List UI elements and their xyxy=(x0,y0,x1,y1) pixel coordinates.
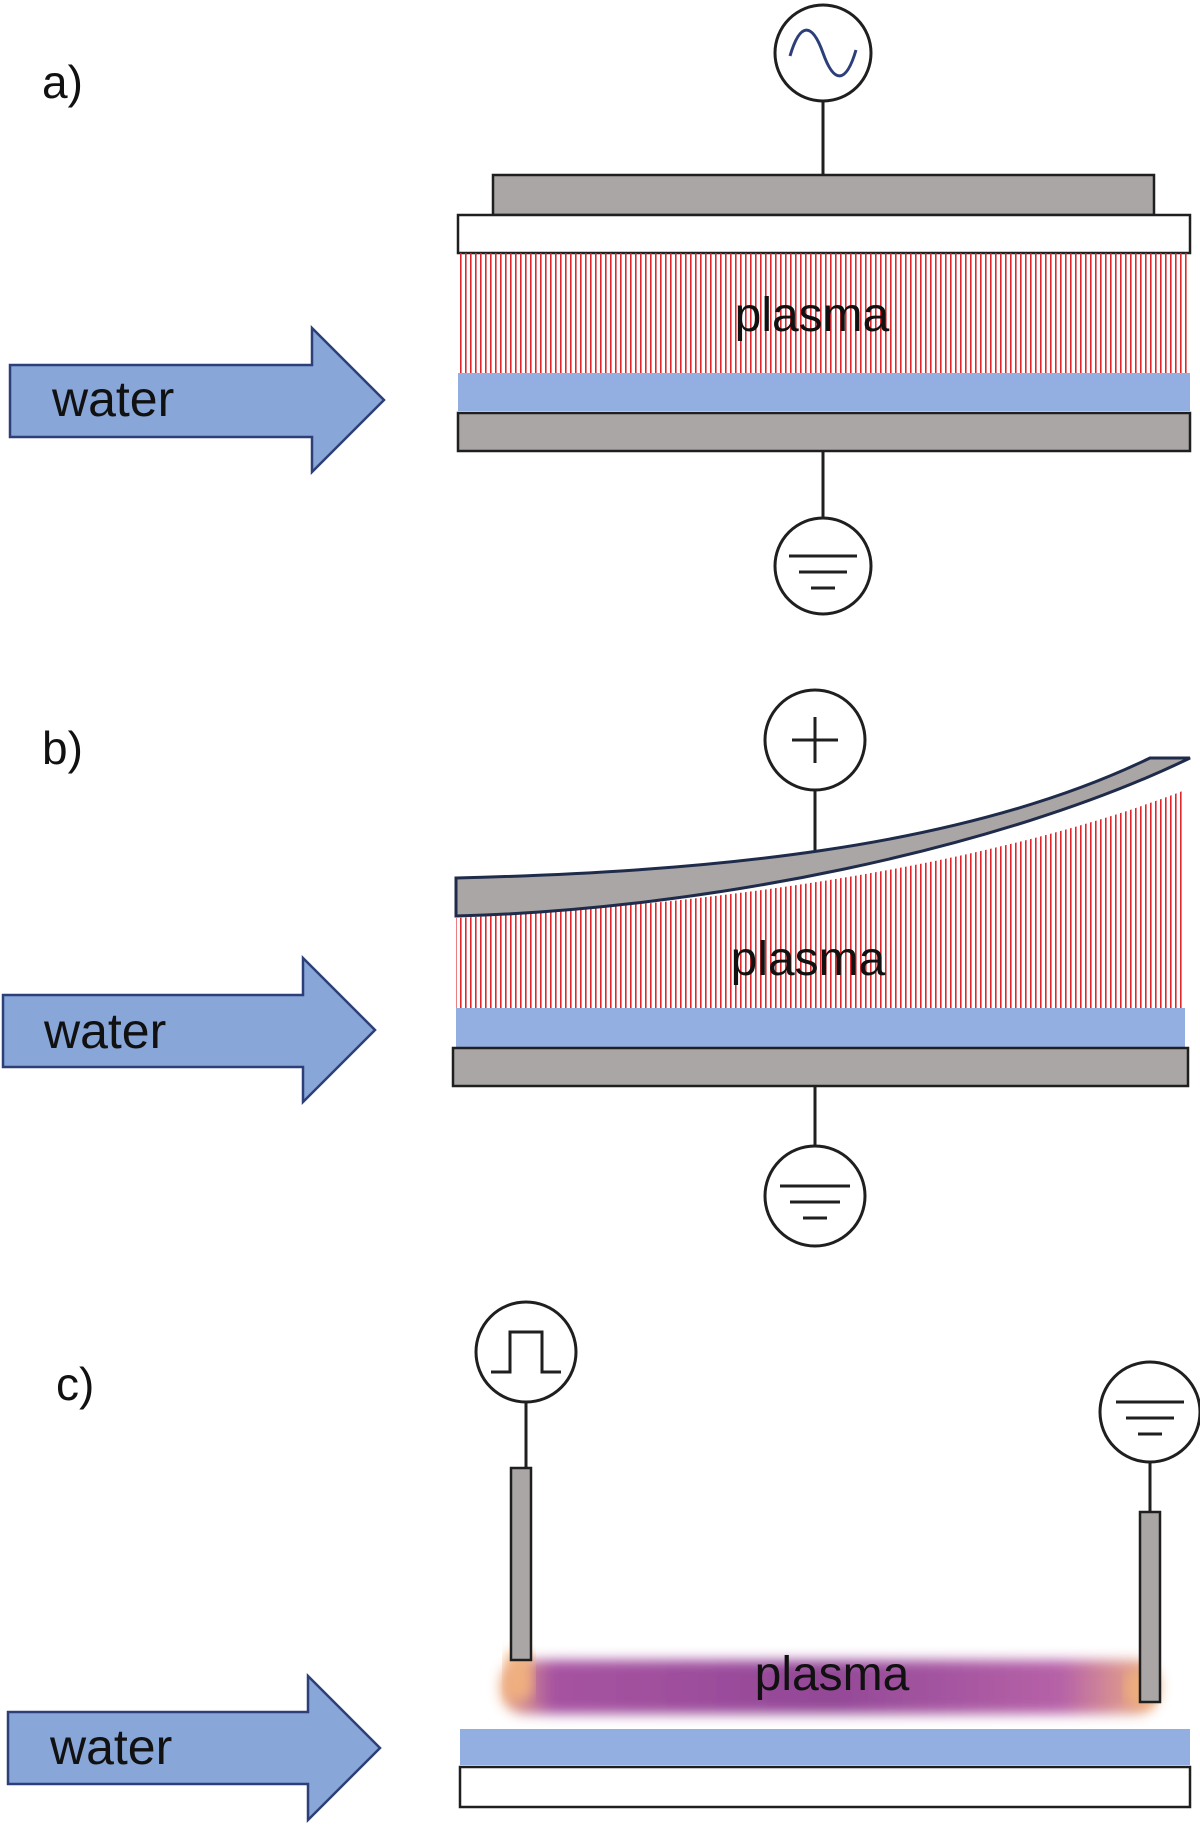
water-flow-arrow: water xyxy=(6,1672,382,1824)
water-flow-arrow: water xyxy=(8,324,386,476)
water-film xyxy=(458,373,1190,411)
water-label: water xyxy=(43,1003,166,1059)
plasma-label: plasma xyxy=(731,933,886,986)
panel-c: c) plasma wat xyxy=(6,1300,1200,1824)
right-pin-electrode xyxy=(1138,1510,1162,1704)
plus-source-icon xyxy=(763,688,867,792)
top-electrode xyxy=(491,173,1156,217)
ground-icon xyxy=(773,516,873,616)
water-film xyxy=(460,1729,1190,1765)
pulse-source-icon xyxy=(474,1300,578,1404)
panel-label: b) xyxy=(42,722,83,774)
water-film xyxy=(456,1008,1185,1048)
bottom-electrode xyxy=(451,1046,1190,1088)
water-flow-arrow: water xyxy=(1,954,377,1106)
dielectric-barrier xyxy=(456,213,1192,255)
panel-label: c) xyxy=(56,1358,94,1410)
plasma-label: plasma xyxy=(755,1648,910,1701)
water-label: water xyxy=(49,1719,172,1775)
plasma-label: plasma xyxy=(735,289,890,342)
left-pin-electrode xyxy=(509,1466,533,1662)
ground-icon xyxy=(1098,1360,1200,1464)
panel-label: a) xyxy=(42,56,83,108)
curved-electrode xyxy=(454,756,1191,918)
bottom-electrode xyxy=(456,411,1192,453)
substrate xyxy=(458,1765,1192,1809)
panel-a: a) plasma water xyxy=(8,3,1192,616)
panel-b: b) plasma water xyxy=(1,688,1191,1248)
plasma-discharge xyxy=(500,1650,1160,1714)
water-label: water xyxy=(51,371,174,427)
ac-source-icon xyxy=(773,3,873,103)
plasma-region xyxy=(458,253,1190,373)
ground-icon xyxy=(763,1144,867,1248)
